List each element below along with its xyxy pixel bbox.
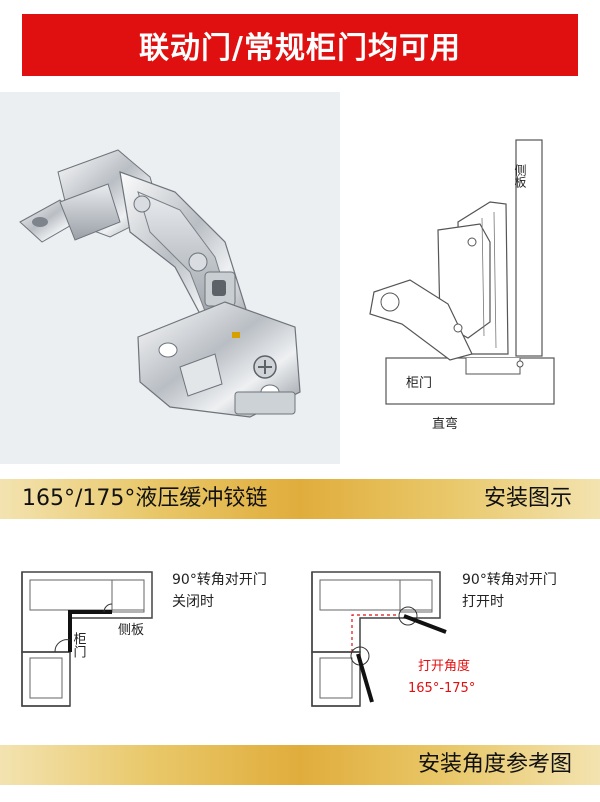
corner-open-angle-value: 165°-175° [408, 681, 475, 696]
section-label: 安装图示 [483, 486, 572, 511]
product-name: 165°/175°液压缓冲铰链 [22, 486, 268, 511]
corner-closed-diagram: 柜门 侧板 90°转角对开门 关闭时 [21, 571, 267, 707]
title-banner: 联动门/常规柜门均可用 [22, 14, 578, 76]
side-panel-shape [515, 139, 543, 357]
bottom-bar-label: 安装角度参考图 [417, 752, 572, 777]
bottom-bar: 安装角度参考图 [0, 745, 600, 785]
corner-diagrams: 柜门 侧板 90°转角对开门 关闭时 90°转角对开门 打开时 打开角度 165… [0, 540, 600, 735]
install-diagram: 侧板 柜门 直弯 [340, 92, 600, 464]
corner-closed-line1: 90°转角对开门 [172, 572, 267, 588]
corner-open-line2: 打开时 [462, 593, 504, 610]
install-line-drawing: 侧板 柜门 直弯 [369, 139, 555, 432]
corner-closed-line2: 关闭时 [172, 594, 214, 610]
corner-closed-panel-label: 侧板 [118, 623, 144, 638]
corner-open-diagram: 90°转角对开门 打开时 打开角度 165°-175° [311, 571, 557, 707]
arm-type-label: 直弯 [432, 416, 458, 432]
cabinet-door-label: 柜门 [406, 376, 432, 391]
side-panel-label: 侧板 [513, 164, 527, 189]
corner-closed-door-label: 柜门 [71, 632, 87, 658]
section-bar: 165°/175°液压缓冲铰链 安装图示 [0, 479, 600, 519]
corner-open-angle-title: 打开角度 [418, 658, 470, 674]
corner-open-line1: 90°转角对开门 [462, 572, 557, 588]
corner-diagram-drawing: 柜门 侧板 90°转角对开门 关闭时 90°转角对开门 打开时 打开角度 165… [21, 571, 557, 707]
hinge-photo [0, 92, 340, 464]
hinge-image [19, 149, 301, 418]
